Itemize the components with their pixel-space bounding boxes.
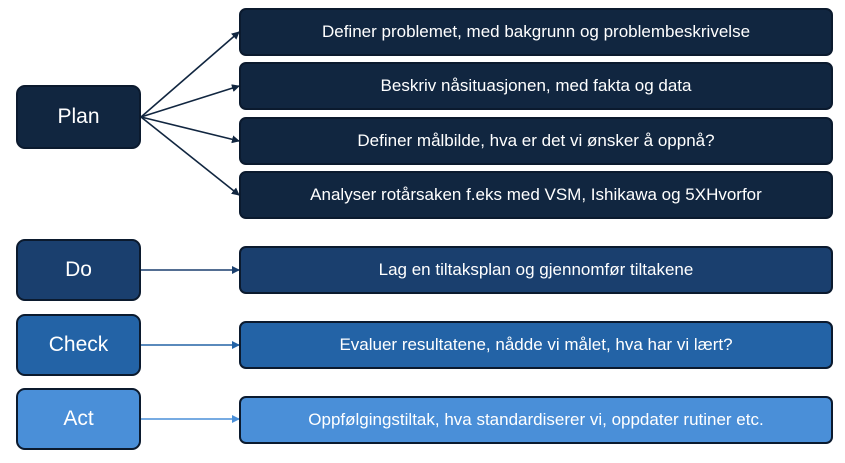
stage-plan: Plan (16, 85, 141, 149)
stage-check: Check (16, 314, 141, 376)
arrow-plan-to-step-4 (140, 116, 240, 196)
stage-do: Do (16, 239, 141, 301)
plan-step-3: Definer målbilde, hva er det vi ønsker å… (239, 117, 833, 165)
stage-act: Act (16, 388, 141, 450)
do-step: Lag en tiltaksplan og gjennomfør tiltake… (239, 246, 833, 294)
plan-step-2: Beskriv nåsituasjonen, med fakta og data (239, 62, 833, 110)
plan-step-1: Definer problemet, med bakgrunn og probl… (239, 8, 833, 56)
plan-step-4: Analyser rotårsaken f.eks med VSM, Ishik… (239, 171, 833, 219)
arrow-plan-to-step-1 (140, 31, 240, 118)
arrow-plan-to-step-2 (140, 84, 240, 118)
arrow-plan-to-step-3 (140, 116, 240, 144)
act-step: Oppfølgingstiltak, hva standardiserer vi… (239, 396, 833, 444)
check-step: Evaluer resultatene, nådde vi målet, hva… (239, 321, 833, 369)
